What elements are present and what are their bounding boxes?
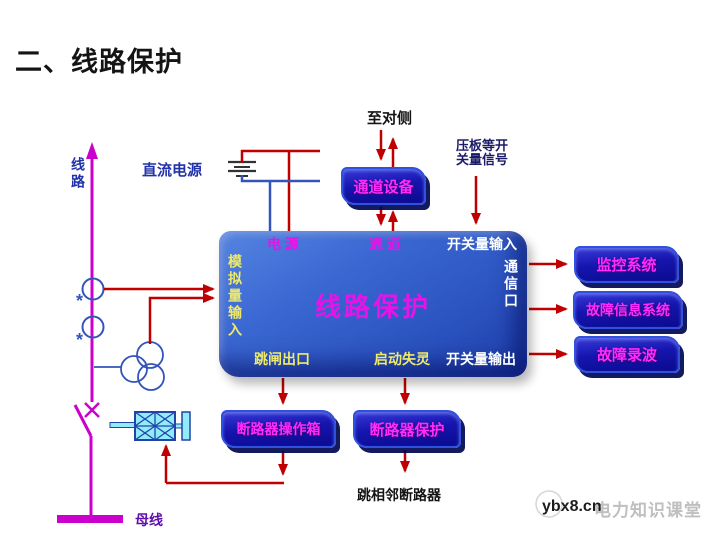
dc-positive-wire [240, 149, 320, 232]
bus-label: 母线 [135, 512, 163, 528]
trip-adjacent-label: 跳相邻断路器 [357, 487, 441, 503]
battery-symbol [228, 160, 256, 177]
feeder-line [73, 142, 100, 515]
watermark-ring [535, 490, 563, 518]
port-do-label: 开关量输出 [446, 351, 516, 367]
dc-power-label: 直流电源 [142, 162, 203, 179]
fault-info-system-box: 故障信息系统 [573, 291, 683, 329]
voltage-transformer-symbol [94, 341, 165, 391]
channel-device-box: 通道设备 [341, 167, 426, 205]
ct-polarity-star: * [76, 291, 84, 311]
port-comm-label: 通信口 [503, 259, 519, 310]
port-di-label: 开关量输入 [447, 236, 517, 252]
trip-circuit [161, 444, 288, 485]
comm-arrows [529, 259, 568, 359]
strap-signal-label: 压板等开 关量信号 [455, 138, 508, 167]
port-analog-label: 模拟量输入 [227, 254, 243, 339]
fault-recorder-box: 故障录波 [574, 336, 680, 373]
dc-negative-wire [240, 175, 320, 232]
current-transformer-symbols [81, 277, 105, 339]
watermark-brand: 电力知识课堂 [594, 501, 702, 520]
bus-bar [57, 515, 123, 523]
to-opposite-label: 至对侧 [367, 110, 413, 127]
ct-polarity-star: * [76, 330, 84, 350]
feeder-line-label: 线路 [70, 157, 86, 191]
analog-input-arrows [104, 284, 215, 344]
line-protection-box: 电 源 通 道 开关量输入 模拟量输入 线路保护 通信口 跳闸出口 启动失灵 开… [219, 231, 527, 377]
breaker-protection-box: 断路器保护 [353, 410, 461, 448]
watermark-site: ybx8.cn [542, 498, 602, 515]
port-channel-label: 通 道 [369, 236, 401, 252]
channel-arrows [376, 130, 398, 231]
page-title: 二、线路保护 [15, 47, 183, 77]
port-fail-label: 启动失灵 [374, 351, 430, 367]
port-power-label: 电 源 [267, 236, 299, 252]
port-trip-label: 跳闸出口 [254, 351, 310, 367]
output-arrows [278, 378, 410, 473]
monitoring-system-box: 监控系统 [574, 246, 679, 283]
breaker-operation-box: 断路器操作箱 [221, 410, 336, 448]
protection-box-title: 线路保护 [314, 292, 431, 322]
circuit-breaker-symbol [109, 411, 191, 441]
